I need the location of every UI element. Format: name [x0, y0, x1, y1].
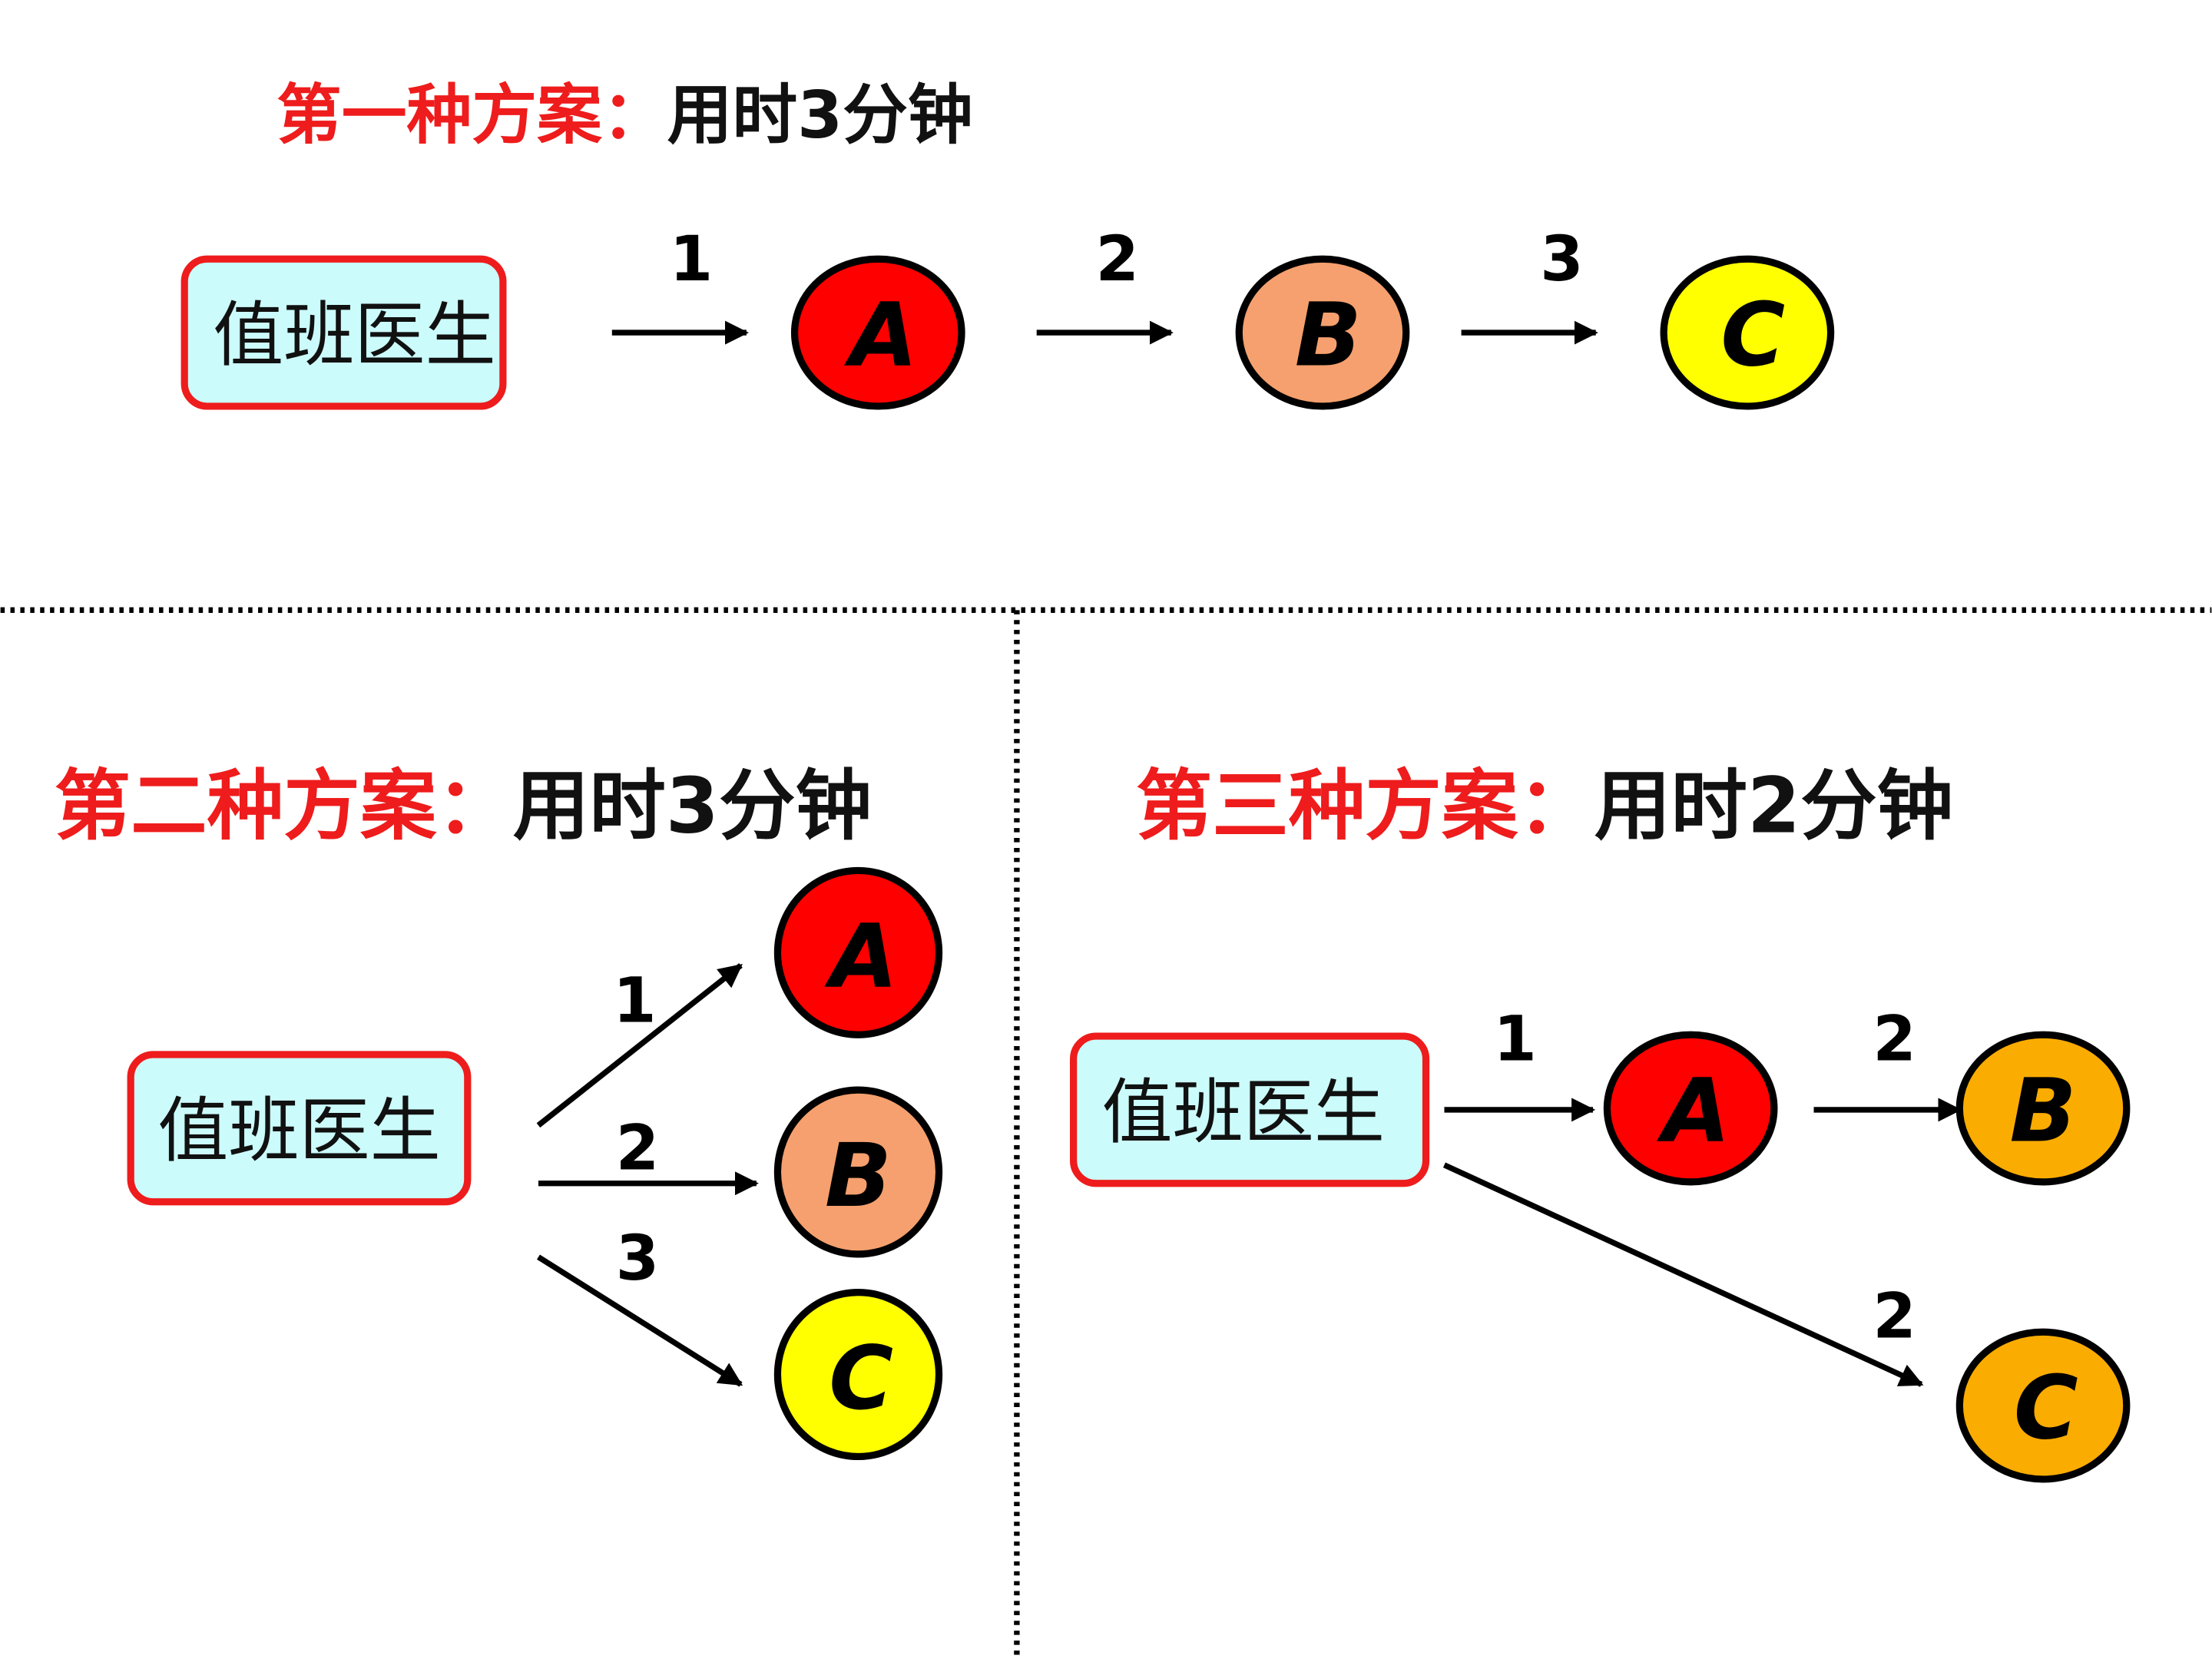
plan-2-doctor-label: 值班医生 — [157, 1089, 441, 1172]
plan-3-node-c-label: C — [2014, 1356, 2078, 1459]
plan-3-node-b — [1955, 1031, 2131, 1186]
plan-2-title-black: 用时3分钟 — [513, 763, 872, 851]
plan-3-node-a — [1603, 1031, 1778, 1186]
plan-3-step-3: 2 — [1873, 1281, 1916, 1353]
plan-3-step-2: 2 — [1873, 1003, 1916, 1075]
plan-1-node-b-label: B — [1295, 283, 1362, 386]
plan-1: 第一种方案：用时3分钟 值班医生 1 2 3 A B C — [180, 76, 1835, 410]
plan-3-arrow-3 — [1442, 1162, 1924, 1387]
plan-3-title: 第三种方案：用时2分钟 — [1136, 762, 1953, 851]
plan-2: 第二种方案：用时3分钟 值班医生 1 2 3 A B C — [55, 762, 943, 1461]
plan-1-node-b — [1235, 255, 1410, 410]
plan-1-title: 第一种方案：用时3分钟 — [276, 76, 973, 153]
plan-2-title-red: 第二种方案： — [55, 762, 513, 851]
plan-1-node-a-label: A — [843, 283, 917, 386]
plan-2-node-c — [773, 1289, 943, 1461]
plan-2-step-3: 3 — [616, 1223, 659, 1295]
plan-1-step-1: 1 — [670, 224, 713, 296]
plan-1-node-c — [1660, 255, 1835, 410]
plan-2-step-1: 1 — [613, 965, 656, 1038]
plan-3-node-b-label: B — [2010, 1059, 2077, 1161]
plan-1-node-a — [790, 255, 965, 410]
plan-2-step-2: 2 — [616, 1112, 659, 1184]
plan-3-node-a-label: A — [1656, 1059, 1730, 1161]
plan-3: 第三种方案：用时2分钟 值班医生 1 2 2 A B C — [1070, 762, 2131, 1483]
plan-2-node-c-label: C — [829, 1327, 893, 1429]
plan-3-doctor-box — [1070, 1032, 1430, 1187]
plan-3-step-1: 1 — [1493, 1003, 1536, 1075]
plan-3-doctor-label: 值班医生 — [1101, 1071, 1385, 1154]
plan-1-doctor-label: 值班医生 — [213, 293, 496, 376]
plan-2-doctor-box — [127, 1051, 472, 1206]
plan-1-doctor-box — [180, 255, 507, 410]
plan-1-title-red: 第一种方案： — [276, 76, 667, 153]
plan-2-node-b-label: B — [825, 1124, 892, 1227]
plan-1-node-c-label: C — [1720, 283, 1785, 386]
plan-2-arrow-3 — [536, 1254, 743, 1387]
plan-1-step-3: 3 — [1540, 224, 1583, 296]
plan-2-node-a-label: A — [824, 906, 898, 1008]
plan-2-title: 第二种方案：用时3分钟 — [55, 762, 872, 851]
plan-2-node-b — [773, 1086, 943, 1258]
plan-2-node-a — [773, 866, 943, 1038]
plan-1-title-black: 用时3分钟 — [667, 77, 973, 153]
plan-2-arrow-1 — [536, 963, 743, 1128]
plan-3-title-red: 第三种方案： — [1136, 762, 1594, 851]
plan-3-node-c — [1955, 1328, 2131, 1483]
plan-1-step-2: 2 — [1096, 224, 1139, 296]
plan-3-title-black: 用时2分钟 — [1594, 763, 1953, 851]
